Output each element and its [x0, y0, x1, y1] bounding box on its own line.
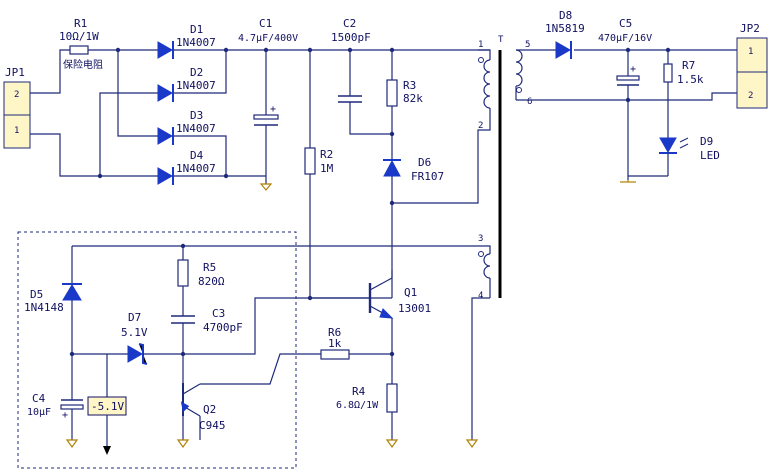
r1-value: 10Ω/1W — [59, 30, 99, 43]
capacitor-c3: C3 4700pF — [171, 307, 243, 382]
r4-value: 6.8Ω/1W — [336, 400, 379, 411]
d4-ref: D4 — [190, 149, 204, 162]
r7-value: 1.5k — [677, 73, 704, 86]
c2-ref: C2 — [343, 17, 356, 30]
d3-value: 1N4007 — [176, 122, 216, 135]
jp2-pin-bottom: 2 — [748, 91, 753, 101]
resistor-r5: R5 820Ω — [177, 243, 225, 316]
jp2-label: JP2 — [740, 22, 760, 35]
t-pin-6: 6 — [527, 97, 532, 107]
capacitor-c2: C2 1500pF — [331, 17, 392, 135]
output-wiring — [516, 47, 737, 103]
jp1-pin-bottom: 1 — [14, 126, 19, 136]
d7-value: 5.1V — [121, 326, 148, 339]
q2-value: C945 — [199, 419, 226, 432]
c2-value: 1500pF — [331, 31, 371, 44]
resistor-r3: R3 82k — [386, 50, 423, 160]
d8-value: 1N5819 — [545, 22, 585, 35]
resistor-r7: R7 1.5k — [663, 50, 704, 138]
d2-value: 1N4007 — [176, 79, 216, 92]
r2-value: 1M — [320, 162, 334, 175]
r2-ref: R2 — [320, 148, 333, 161]
zener-d7: D7 5.1V — [69, 295, 392, 365]
r6-ref: R6 — [328, 326, 341, 339]
resistor-r2: R2 1M — [304, 147, 334, 175]
c3-ref: C3 — [212, 307, 225, 320]
d2-ref: D2 — [190, 66, 203, 79]
d5-ref: D5 — [30, 288, 43, 301]
connector-jp1: JP1 2 1 — [3, 66, 31, 149]
r7-ref: R7 — [682, 59, 695, 72]
jp2-pin-top: 1 — [748, 47, 753, 57]
c5-ref: C5 — [619, 17, 632, 30]
q1-ref: Q1 — [404, 286, 417, 299]
r4-ref: R4 — [352, 385, 366, 398]
r1-ref: R1 — [74, 17, 87, 30]
svg-text:+: + — [270, 104, 276, 115]
diode-d8: D8 1N5819 — [545, 9, 585, 59]
diode-d6: D6 FR107 — [383, 140, 479, 298]
d1-ref: D1 — [190, 23, 203, 36]
control-block-outline — [17, 231, 297, 469]
zener-voltage-annotation: -5.1V — [87, 354, 127, 455]
c4-ref: C4 — [32, 392, 46, 405]
c5-value: 470μF/16V — [598, 33, 652, 44]
d3-ref: D3 — [190, 109, 203, 122]
c3-value: 4700pF — [203, 321, 243, 334]
zener-voltage-label: -5.1V — [91, 400, 124, 413]
resistor-r1: R1 10Ω/1W 保险电阻 — [59, 17, 103, 71]
d6-value: FR107 — [411, 170, 444, 183]
c4-value: 10μF — [27, 407, 51, 418]
resistor-r4: R4 6.8Ω/1W — [336, 383, 399, 449]
t-pin-3: 3 — [478, 234, 483, 244]
t-pin-2: 2 — [478, 121, 483, 131]
capacitor-c5: + C5 470μF/16V — [598, 17, 652, 183]
d5-value: 1N4148 — [24, 301, 64, 314]
diode-d3: D3 1N4007 — [157, 109, 216, 145]
q1-value: 13001 — [398, 302, 431, 315]
r5-ref: R5 — [203, 261, 216, 274]
transformer-ref: T — [498, 35, 504, 45]
capacitor-c4: + C4 10μF — [27, 392, 84, 449]
transformer-t: T 1 2 3 4 5 6 — [72, 35, 532, 440]
c1-ref: C1 — [259, 17, 272, 30]
d6-ref: D6 — [418, 156, 431, 169]
d8-ref: D8 — [559, 9, 572, 22]
svg-text:+: + — [630, 64, 636, 75]
c1-value: 4.7μF/400V — [238, 33, 298, 44]
connector-jp2: JP2 1 2 — [736, 22, 768, 109]
r3-ref: R3 — [403, 79, 416, 92]
r6-value: 1k — [328, 337, 342, 350]
diode-d2: D2 1N4007 — [157, 66, 216, 102]
d9-ref: D9 — [700, 135, 713, 148]
d4-value: 1N4007 — [176, 162, 216, 175]
input-wiring — [30, 47, 310, 179]
d9-value: LED — [700, 149, 720, 162]
r3-value: 82k — [403, 92, 423, 105]
r5-value: 820Ω — [198, 275, 225, 288]
d1-value: 1N4007 — [176, 36, 216, 49]
r1-note: 保险电阻 — [63, 58, 103, 71]
t-pin-1: 1 — [478, 40, 483, 50]
jp1-label: JP1 — [5, 66, 25, 79]
t-pin-5: 5 — [525, 40, 530, 50]
led-d9: D9 LED — [628, 135, 720, 177]
diode-d1: D1 1N4007 — [157, 23, 216, 59]
resistor-r6: R6 1k — [320, 326, 395, 360]
diode-d4: D4 1N4007 — [157, 149, 216, 185]
q2-ref: Q2 — [203, 403, 216, 416]
transistor-q1: Q1 13001 — [310, 270, 431, 384]
d7-ref: D7 — [128, 311, 141, 324]
ground-symbol — [465, 439, 479, 449]
t-pin-4: 4 — [478, 291, 483, 301]
jp1-pin-top: 2 — [14, 90, 19, 100]
svg-text:+: + — [62, 410, 68, 421]
diode-d5: D5 1N4148 — [24, 246, 82, 400]
hv-rail — [307, 47, 490, 298]
capacitor-c1: + C1 4.7μF/400V — [238, 17, 298, 191]
